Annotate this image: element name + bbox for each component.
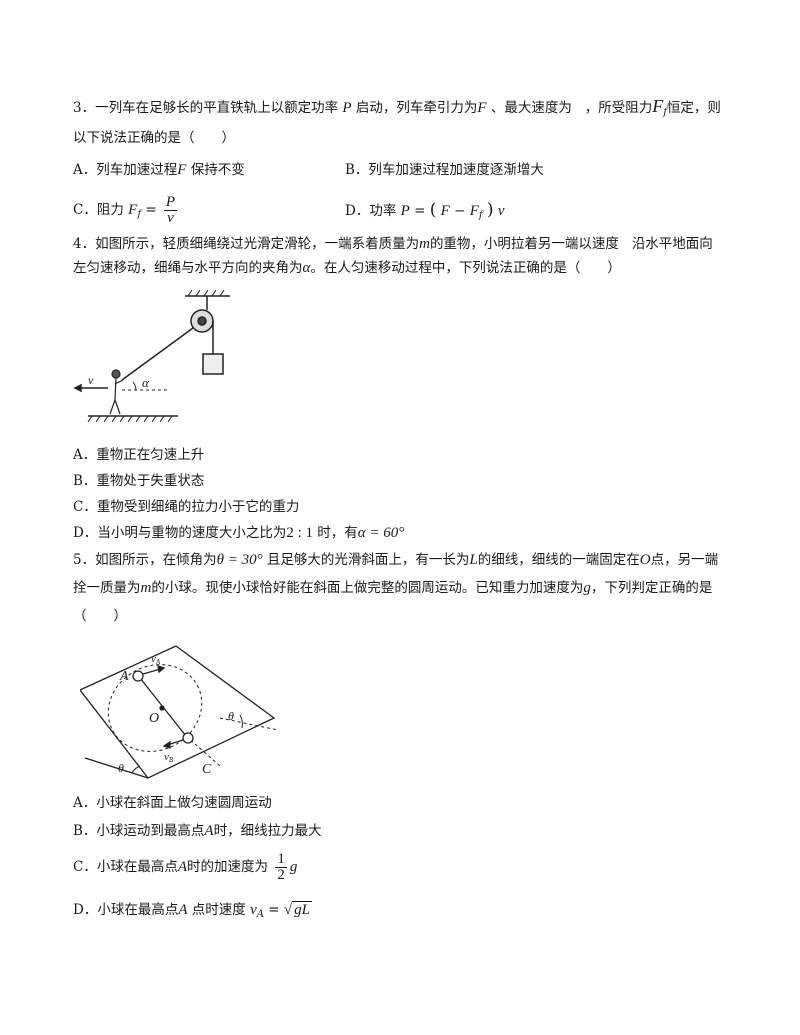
label-c: C <box>202 762 212 777</box>
label-va: vA <box>151 653 161 666</box>
q3-stem-line1: 3．一列车在足够长的平直铁轨上以额定功率 P 启动，列车牵引力为F 、最大速度为… <box>73 96 721 118</box>
q4-stem-line1: 4．如图所示，轻质细绳绕过光滑定滑轮，一端系着质量为m的重物，小明拉着另一端以速… <box>73 236 713 252</box>
q4-option-b: B．重物处于失重状态 <box>73 473 205 489</box>
q5-stem-line1: 5．如图所示，在倾角为θ = 30° 且足够大的光滑斜面上，有一长为L的细线，细… <box>73 552 719 568</box>
q4-stem-line2: 左匀速移动，细绳与水平方向的夹角为α。在人匀速移动过程中，下列说法正确的是（ ） <box>73 260 621 276</box>
q3-option-c: C．阻力 Ff = P v <box>73 194 178 226</box>
q3-option-d: D．功率 P = ( F − Ff ) v <box>345 200 505 221</box>
q5-stem-line2: 拴一质量为m的小球。现使小球恰好能在斜面上做完整的圆周运动。已知重力加速度为g，… <box>73 580 713 596</box>
q5-option-a: A．小球在斜面上做匀速圆周运动 <box>73 795 272 811</box>
q5-option-d: D．小球在最高点A 点时速度 vA = √gL <box>73 901 312 920</box>
q4-option-d: D．当小明与重物的速度大小之比为2 : 1 时，有α = 60° <box>73 525 405 541</box>
person <box>109 369 124 415</box>
rope <box>121 327 194 381</box>
q5-incline-figure: A O C vA vB θ θ <box>80 645 279 779</box>
ceiling-hatch <box>187 289 225 297</box>
q3-option-a: A．列车加速过程F 保持不变 <box>73 162 245 178</box>
ball-b <box>182 732 194 744</box>
label-o: O <box>149 711 159 726</box>
hanging-weight <box>202 353 224 375</box>
angle-label: α <box>142 375 150 390</box>
label-vb: vB <box>164 751 174 764</box>
label-theta-left: θ <box>118 761 124 775</box>
label-a: A <box>119 669 129 684</box>
q5-option-c: C．小球在最高点A时的加速度为 1 2 g <box>73 851 298 883</box>
q3-option-b: B．列车加速过程加速度逐渐增大 <box>345 162 544 178</box>
center-o <box>159 705 165 711</box>
q4-option-c: C．重物受到细绳的拉力小于它的重力 <box>73 499 300 515</box>
velocity-label: v <box>88 373 94 387</box>
circular-path <box>107 664 203 752</box>
fraction-one-half: 1 2 <box>275 851 287 883</box>
inclined-plane <box>80 645 276 779</box>
q5-option-b: B．小球运动到最高点A时，细线拉力最大 <box>73 823 322 839</box>
q5-stem-line3: （ ） <box>73 608 127 624</box>
q4-pulley-figure: v α <box>73 289 230 423</box>
label-theta-right: θ <box>228 709 234 723</box>
fraction-p-over-v: P v <box>163 194 178 226</box>
sqrt-gl: √gL <box>283 901 312 918</box>
ball-a <box>132 670 144 682</box>
q4-option-a: A．重物正在匀速上升 <box>73 447 205 463</box>
q3-number: 3． <box>73 100 96 116</box>
q3-stem-line2: 以下说法正确的是（ ） <box>73 130 235 146</box>
